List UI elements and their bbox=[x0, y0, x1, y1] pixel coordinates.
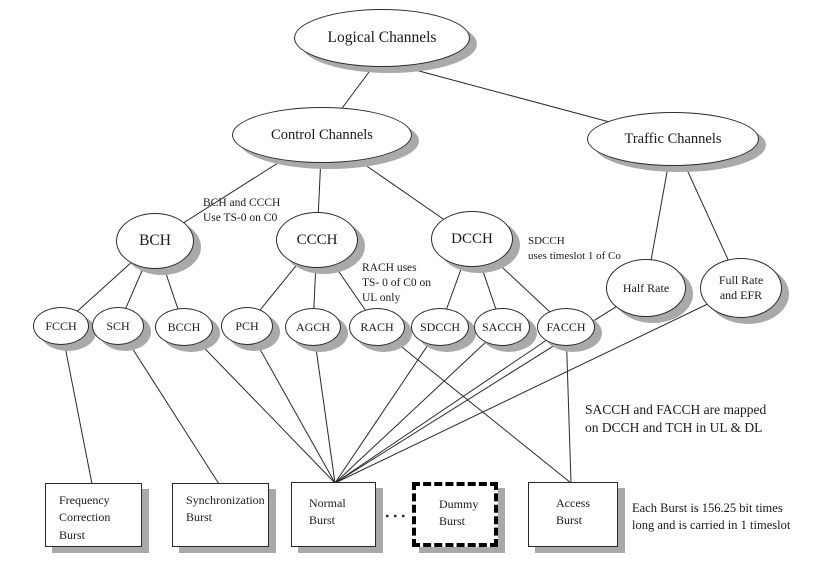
node-facch: FACCH bbox=[537, 308, 595, 346]
edge-facch-access_burst bbox=[565, 326, 572, 484]
node-traffic: Traffic Channels bbox=[587, 112, 759, 166]
edge-fcch-freq_burst bbox=[60, 325, 93, 485]
node-half_rate: Half Rate bbox=[606, 259, 686, 317]
node-sacch: SACCH bbox=[474, 308, 530, 346]
edge-pch-normal_burst bbox=[246, 325, 336, 484]
edge-half_rate-normal_burst bbox=[334, 287, 647, 484]
edge-rach-access_burst bbox=[376, 326, 572, 484]
node-bch: BCH bbox=[116, 213, 194, 269]
node-fcch: FCCH bbox=[33, 307, 89, 345]
annotation-bch_ccch_note: BCH and CCCH Use TS-0 on C0 bbox=[203, 197, 281, 225]
node-pch: PCH bbox=[221, 307, 273, 345]
node-sch: SCH bbox=[92, 307, 144, 345]
node-normal_burst: Normal Burst bbox=[291, 482, 376, 547]
edge-sch-sync_burst bbox=[117, 325, 220, 485]
edge-agch-normal_burst bbox=[312, 326, 336, 484]
annotation-sacch_facch_note: SACCH and FACCH are mapped on DCCH and T… bbox=[585, 402, 767, 435]
node-access_burst: Access Burst bbox=[528, 482, 618, 547]
node-full_rate: Full Rate and EFR bbox=[700, 258, 782, 318]
node-freq_burst: Frequency Correction Burst bbox=[45, 483, 142, 547]
node-dummy_burst: Dummy Burst bbox=[412, 482, 498, 547]
node-logical: Logical Channels bbox=[294, 9, 470, 67]
annotation-rach_note: RACH uses TS- 0 of C0 on UL only bbox=[362, 262, 431, 305]
node-sdcch: SDCCH bbox=[411, 308, 469, 346]
edge-bcch-normal_burst bbox=[183, 326, 336, 484]
node-rach: RACH bbox=[349, 308, 405, 346]
edge-sacch-normal_burst bbox=[334, 326, 503, 484]
edge-full_rate-normal_burst bbox=[334, 287, 742, 484]
annotation-sdcch_note: SDCCH uses timeslot 1 of Co bbox=[528, 235, 621, 262]
annotation-burst_note: Each Burst is 156.25 bit times long and … bbox=[632, 501, 791, 532]
node-agch: AGCH bbox=[285, 308, 341, 346]
node-ccch: CCCH bbox=[276, 212, 358, 268]
node-sync_burst: Synchronization Burst bbox=[172, 483, 269, 547]
node-bcch: BCCH bbox=[155, 308, 213, 346]
node-dcch: DCCH bbox=[431, 211, 513, 267]
edge-facch-normal_burst bbox=[334, 326, 567, 484]
node-control: Control Channels bbox=[232, 107, 412, 163]
edge-sdcch-normal_burst bbox=[334, 326, 441, 484]
